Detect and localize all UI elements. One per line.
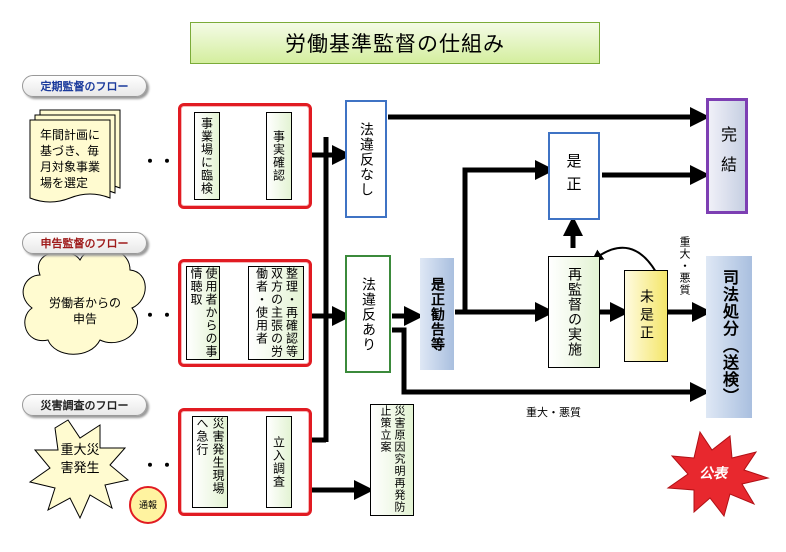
serious-label-vertical: 重大・悪質 [678,236,691,296]
arrow-loop-back [591,246,657,273]
complaint-source-text: 労働者からの申告 [48,296,121,326]
publicize-label: 公表 [699,466,727,482]
no-violation-box: 法違反なし [345,100,387,218]
step-rush-to-site: 災害発生現場へ急行 [192,416,228,508]
serious-label-horizontal: 重大・悪質 [526,406,581,419]
document-stack-icon [29,109,121,203]
notify-label: 通報 [138,501,157,511]
prosecution-box: 司法処分（送検） [706,256,752,418]
step-reconfirm: 整理・再確認等双方の主張の労働者・使用者 [248,266,304,360]
step-site-inspection: 事業場に臨検 [194,112,220,200]
disaster-source-text: 重大災害発生 [60,443,100,476]
periodic-source-text: 年間計画に基づき、毎月対象事業場を選定 [40,128,101,190]
page-title: 労働基準監督の仕組み [190,22,600,64]
arrow-advice-to-corrected [455,160,555,315]
complaint-flow-label: 申告監督のフロー [22,232,147,254]
step-fact-check: 事実確認 [266,112,292,200]
reinspection-box: 再監督の実施 [548,256,600,368]
complete-box: 完結 [706,98,748,214]
step-onsite-investigation: 立入調査 [266,416,292,508]
step-employer-hearing: 使用者からの事情聴取 [186,266,220,360]
notify-circle [129,486,167,524]
violation-box: 法違反あり [345,255,391,373]
periodic-flow-label: 定期監督のフロー [22,75,147,97]
cloud-icon [22,247,146,355]
not-corrected-box: 未是正 [624,270,668,362]
correction-advice-box: 是正勧告等 [420,258,454,370]
corrected-box: 是正 [548,132,600,220]
arrow-serious-to-prosecution [392,327,710,402]
disaster-burst-icon [28,419,130,520]
cause-investigation-box: 災害原因究明再発防止策立案 [370,404,414,516]
publicize-burst-icon [666,430,770,518]
disaster-flow-label: 災害調査のフロー [22,394,147,416]
